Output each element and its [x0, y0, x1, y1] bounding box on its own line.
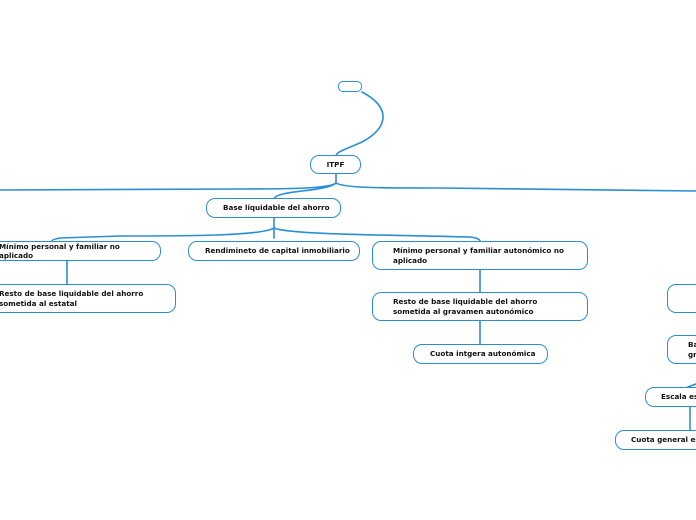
base-liquidable-ahorro-node[interactable]: Base liquidable del ahorro	[206, 198, 341, 218]
minimo-autonomico-node[interactable]: Mínimo personal y familiar autonómico no…	[372, 241, 588, 270]
right-blank-node[interactable]	[667, 284, 696, 313]
connector-itpf-base	[273, 182, 337, 200]
connector-root-itpf	[335, 91, 384, 157]
resto-estatal-node[interactable]: Resto de base liquidable del ahorro some…	[0, 284, 176, 313]
rendimiento-inmobiliario-node[interactable]: Rendimineto de capital inmobiliario	[188, 241, 360, 261]
connector-base-left	[51, 227, 275, 242]
connector-base-right	[273, 227, 481, 242]
connector-itpf-right	[335, 182, 696, 192]
resto-autonomico-node[interactable]: Resto de base liquidable del ahorro some…	[372, 292, 588, 321]
connector-itpf-left	[0, 182, 337, 191]
cuota-autonomica-node[interactable]: Cuota intgera autonómica	[413, 344, 548, 364]
escala-es-node[interactable]: Escala es	[645, 387, 696, 407]
minimo-no-aplicado-node[interactable]: Mínimo personal y familiar no aplicado	[0, 241, 161, 261]
right-ba-node[interactable]: Ba gr	[667, 335, 696, 364]
root-node[interactable]	[338, 81, 362, 92]
itpf-node[interactable]: ITPF	[310, 155, 361, 174]
cuota-general-es-node[interactable]: Cuota general es	[615, 430, 696, 450]
